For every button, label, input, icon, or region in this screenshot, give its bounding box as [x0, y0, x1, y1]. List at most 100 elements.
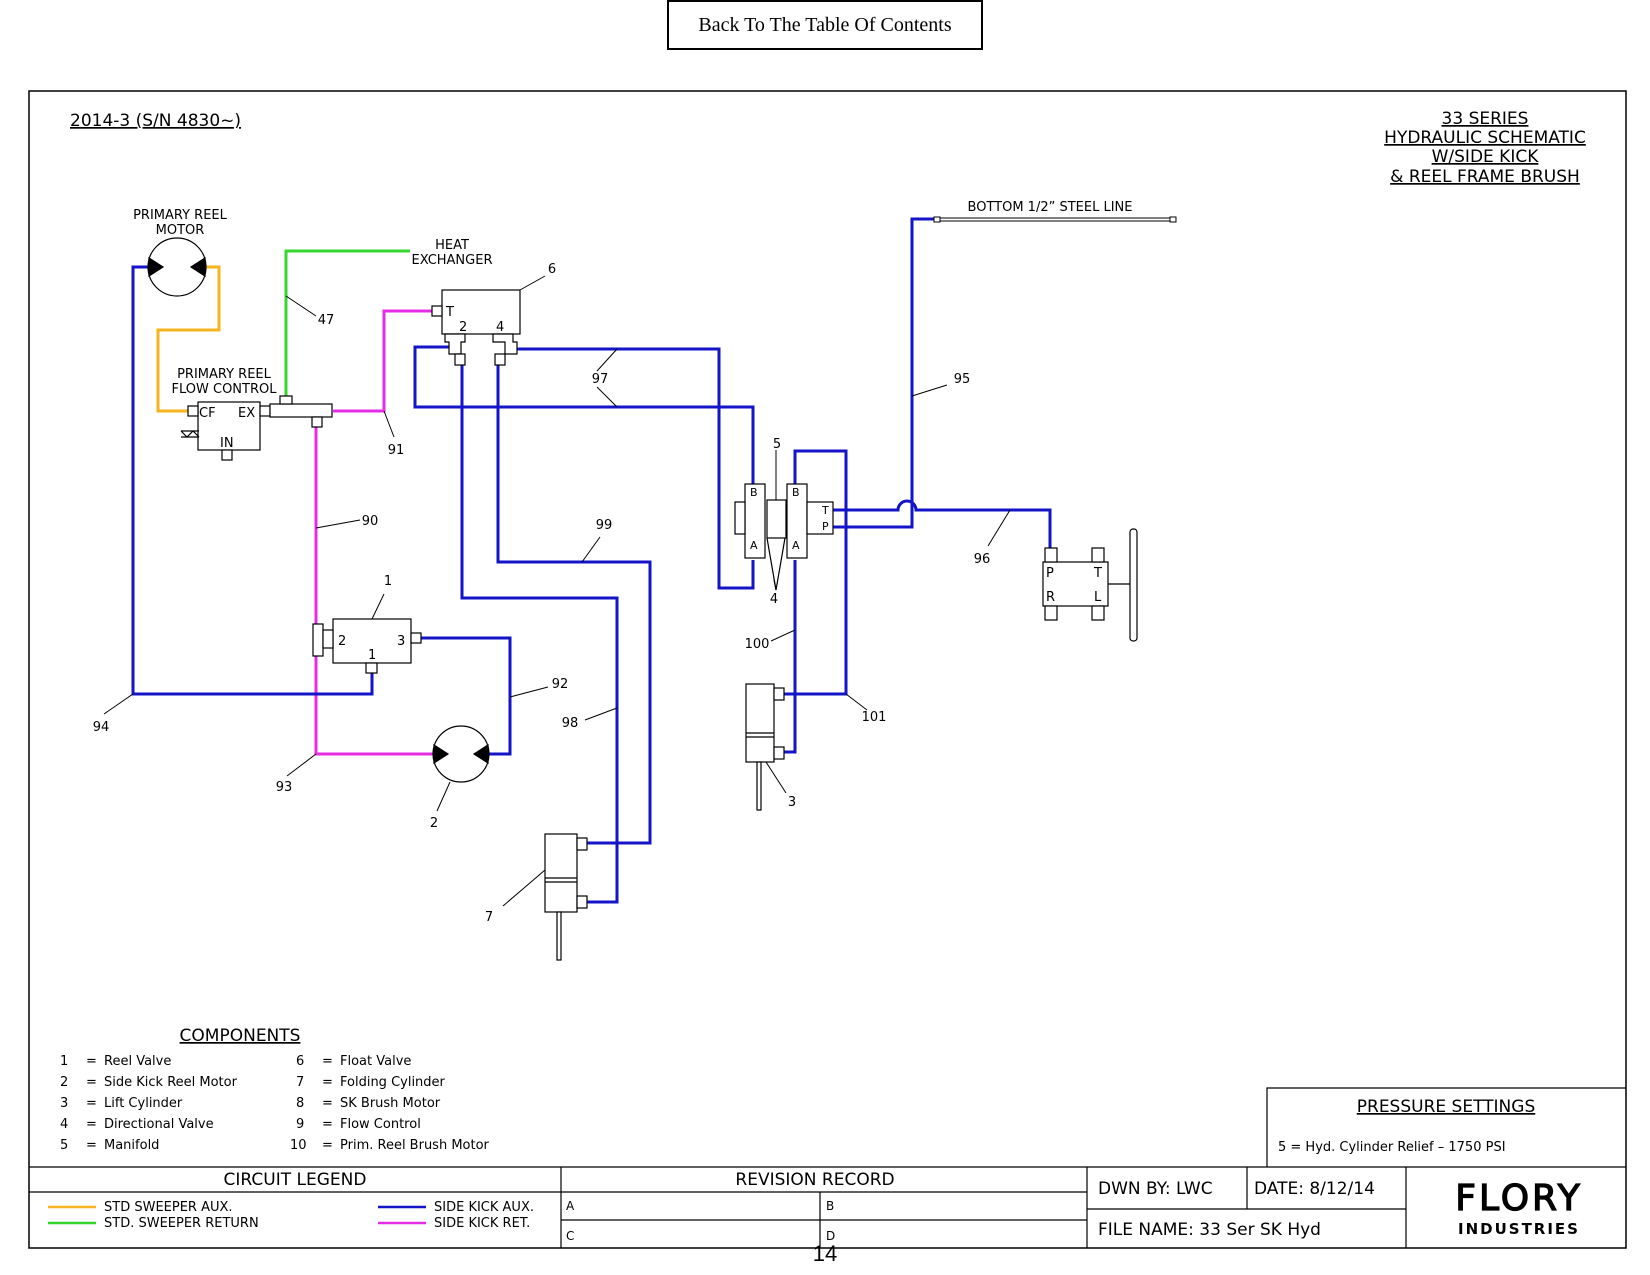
- callout-7: 7: [485, 910, 493, 925]
- callout-92: 92: [552, 677, 569, 692]
- comp-eq: =: [322, 1075, 333, 1090]
- comp-name: Side Kick Reel Motor: [104, 1075, 238, 1090]
- revision-record-title: REVISION RECORD: [735, 1170, 894, 1190]
- port-2-rv: 2: [338, 634, 346, 649]
- hose-97-upper: [413, 345, 755, 496]
- back-to-contents-button[interactable]: Back To The Table Of Contents: [667, 0, 983, 50]
- hose-91: [333, 309, 433, 413]
- reel-valve: [312, 618, 422, 674]
- port-p-manifold: P: [822, 520, 829, 533]
- hose-90-93: [314, 424, 438, 756]
- lift-cylinder: [745, 683, 785, 811]
- drawing-date: DATE: 8/12/14: [1254, 1179, 1375, 1199]
- comp-num: 8: [296, 1096, 304, 1111]
- steering-control-valve: [1042, 528, 1138, 642]
- page-number: 14: [812, 1241, 838, 1266]
- comp-name: Manifold: [104, 1138, 159, 1153]
- circuit-legend: CIRCUIT LEGEND STD SWEEPER AUX. STD. SWE…: [48, 1170, 534, 1231]
- comp-name: Prim. Reel Brush Motor: [340, 1138, 490, 1153]
- flow-control-label-1: PRIMARY REEL: [177, 367, 272, 382]
- heat-exchanger-label-1: HEAT: [435, 238, 469, 253]
- drawing-title: 33 SERIES HYDRAULIC SCHEMATIC W/SIDE KIC…: [1384, 109, 1586, 187]
- port-a-left: A: [750, 539, 758, 552]
- comp-num: 2: [60, 1075, 68, 1090]
- steel-line: BOTTOM 1/2” STEEL LINE: [933, 200, 1177, 223]
- title-line-1: 33 SERIES: [1442, 109, 1529, 129]
- callout-4: 4: [770, 592, 778, 607]
- comp-num: 6: [296, 1054, 304, 1069]
- port-ex: EX: [238, 406, 255, 421]
- callout-6: 6: [548, 262, 556, 277]
- legend-side-kick-aux: SIDE KICK AUX.: [434, 1200, 534, 1215]
- callout-100: 100: [745, 637, 770, 652]
- primary-reel-motor-label-1: PRIMARY REEL: [133, 208, 228, 223]
- hose-47-return: [284, 249, 410, 398]
- revision-cell-d: D: [826, 1229, 835, 1243]
- title-line-3: W/SIDE KICK: [1432, 147, 1540, 167]
- hose-99: [496, 363, 652, 845]
- hose-100: [782, 560, 797, 754]
- comp-name: Lift Cylinder: [104, 1096, 183, 1111]
- sheet-border: [28, 90, 1627, 1249]
- hose-95: [833, 217, 937, 529]
- comp-name: Float Valve: [340, 1054, 411, 1069]
- folding-cylinder: [544, 833, 588, 961]
- port-2-hx: 2: [459, 320, 467, 335]
- callout-96: 96: [974, 552, 991, 567]
- comp-eq: =: [322, 1096, 333, 1111]
- callout-47: 47: [318, 313, 335, 328]
- comp-eq: =: [86, 1117, 97, 1132]
- port-in: IN: [220, 436, 234, 451]
- comp-num: 7: [296, 1075, 304, 1090]
- callout-3: 3: [788, 795, 796, 810]
- callout-5: 5: [773, 437, 781, 452]
- heat-exchanger-label-2: EXCHANGER: [412, 253, 493, 268]
- port-b-left: B: [750, 486, 758, 499]
- pressure-title: PRESSURE SETTINGS: [1357, 1097, 1535, 1117]
- callout-99: 99: [596, 518, 613, 533]
- callout-91: 91: [388, 443, 405, 458]
- comp-num: 4: [60, 1117, 68, 1132]
- comp-eq: =: [86, 1138, 97, 1153]
- components-title: COMPONENTS: [180, 1026, 301, 1046]
- comp-num: 9: [296, 1117, 304, 1132]
- legend-std-sweeper-aux: STD SWEEPER AUX.: [104, 1200, 233, 1215]
- callout-101: 101: [862, 710, 887, 725]
- hose-92: [419, 636, 512, 756]
- port-1-rv: 1: [368, 648, 376, 663]
- revision-code: 2014-3 (S/N 4830~): [70, 111, 241, 131]
- callout-98: 98: [562, 716, 579, 731]
- callout-95: 95: [954, 372, 971, 387]
- callout-94: 94: [93, 720, 110, 735]
- comp-name: Directional Valve: [104, 1117, 214, 1132]
- revision-cell-a: A: [566, 1199, 575, 1213]
- comp-eq: =: [86, 1054, 97, 1069]
- hose-98: [460, 363, 619, 904]
- title-line-4: & REEL FRAME BRUSH: [1390, 167, 1580, 187]
- pressure-line: 5 = Hyd. Cylinder Relief – 1750 PSI: [1278, 1140, 1506, 1155]
- components-list: COMPONENTS 1 = Reel Valve 2 = Side Kick …: [60, 1026, 490, 1153]
- port-a-right: A: [792, 539, 800, 552]
- callout-numbers: 47 6 91 90 1 92 93 94 95 96 97 98 99 5 4…: [93, 262, 991, 925]
- comp-eq: =: [322, 1138, 333, 1153]
- pressure-settings: PRESSURE SETTINGS 5 = Hyd. Cylinder Reli…: [1266, 1087, 1626, 1167]
- drawing-info: DWN BY: LWC DATE: 8/12/14 FILE NAME: 33 …: [1098, 1179, 1375, 1240]
- title-line-2: HYDRAULIC SCHEMATIC: [1384, 128, 1586, 148]
- comp-num: 5: [60, 1138, 68, 1153]
- comp-name: Flow Control: [340, 1117, 421, 1132]
- comp-name: Folding Cylinder: [340, 1075, 446, 1090]
- callout-2: 2: [430, 816, 438, 831]
- company-subtitle: INDUSTRIES: [1458, 1220, 1580, 1238]
- drawn-by: DWN BY: LWC: [1098, 1179, 1213, 1199]
- callout-90: 90: [362, 514, 379, 529]
- port-t-manifold: T: [821, 504, 829, 517]
- port-p-steer: P: [1046, 566, 1054, 581]
- primary-reel-motor: [147, 237, 207, 297]
- legend-side-kick-ret: SIDE KICK RET.: [434, 1216, 530, 1231]
- port-cf: CF: [199, 406, 216, 421]
- comp-eq: =: [322, 1117, 333, 1132]
- port-b-right: B: [792, 486, 800, 499]
- comp-eq: =: [86, 1096, 97, 1111]
- steel-line-label: BOTTOM 1/2” STEEL LINE: [968, 200, 1133, 215]
